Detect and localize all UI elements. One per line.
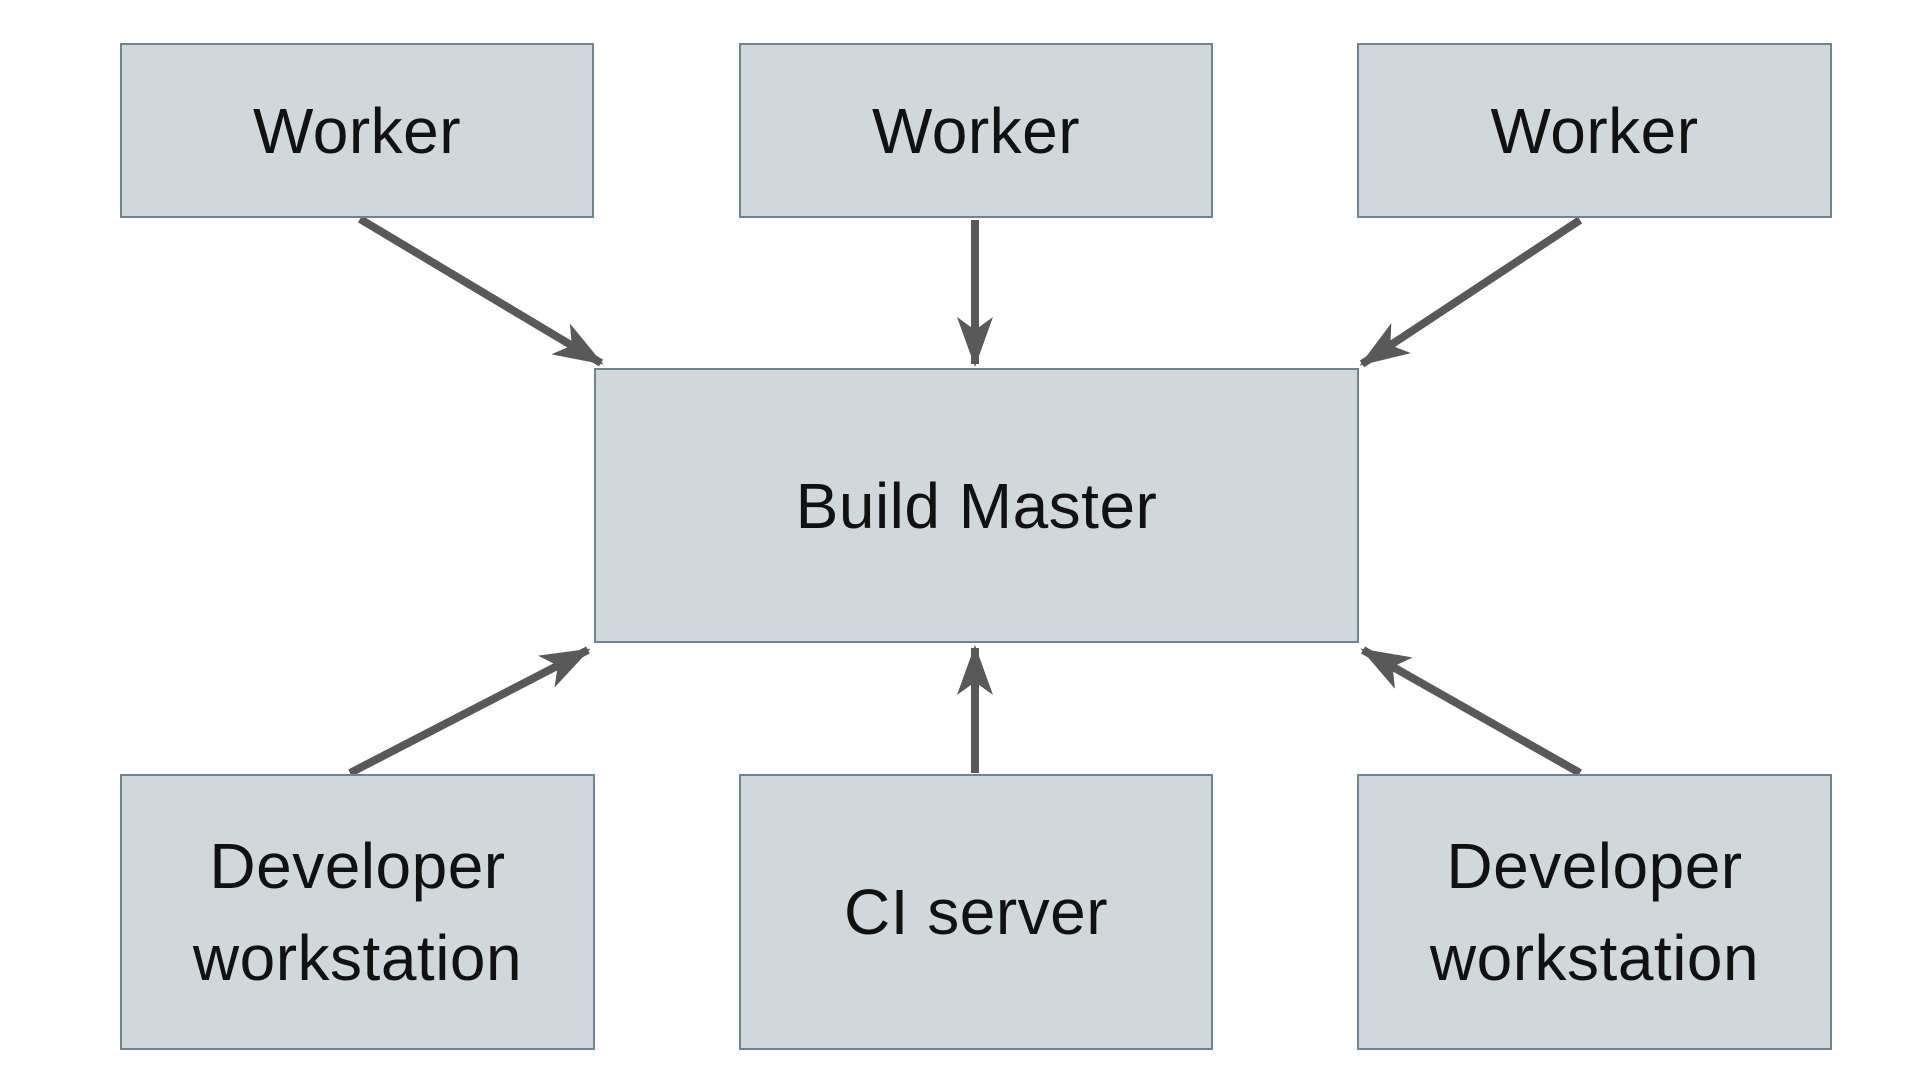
node-worker-right-label: Worker xyxy=(1490,94,1699,167)
arrow-dev-left-to-build-master xyxy=(348,646,591,777)
node-build-master-label: Build Master xyxy=(795,469,1158,542)
node-ci-server-label: CI server xyxy=(843,876,1109,948)
node-ci-server: CI server xyxy=(739,774,1213,1050)
node-worker-left: Worker xyxy=(120,43,594,218)
node-developer-workstation-left: Developer workstation xyxy=(120,774,595,1050)
node-developer-workstation-left-label: Developer workstation xyxy=(192,830,523,994)
node-developer-workstation-right: Developer workstation xyxy=(1357,774,1832,1050)
node-worker-left-label: Worker xyxy=(252,94,462,167)
node-developer-workstation-right-label: Developer workstation xyxy=(1429,830,1760,994)
node-worker-center-label: Worker xyxy=(871,94,1081,167)
arrow-worker-right-to-build-master xyxy=(1359,216,1583,368)
node-build-master: Build Master xyxy=(594,368,1359,643)
node-worker-center: Worker xyxy=(739,43,1213,218)
arrow-worker-left-to-build-master xyxy=(357,215,604,367)
arrow-dev-right-to-build-master xyxy=(1360,646,1582,777)
node-worker-right: Worker xyxy=(1357,43,1832,218)
